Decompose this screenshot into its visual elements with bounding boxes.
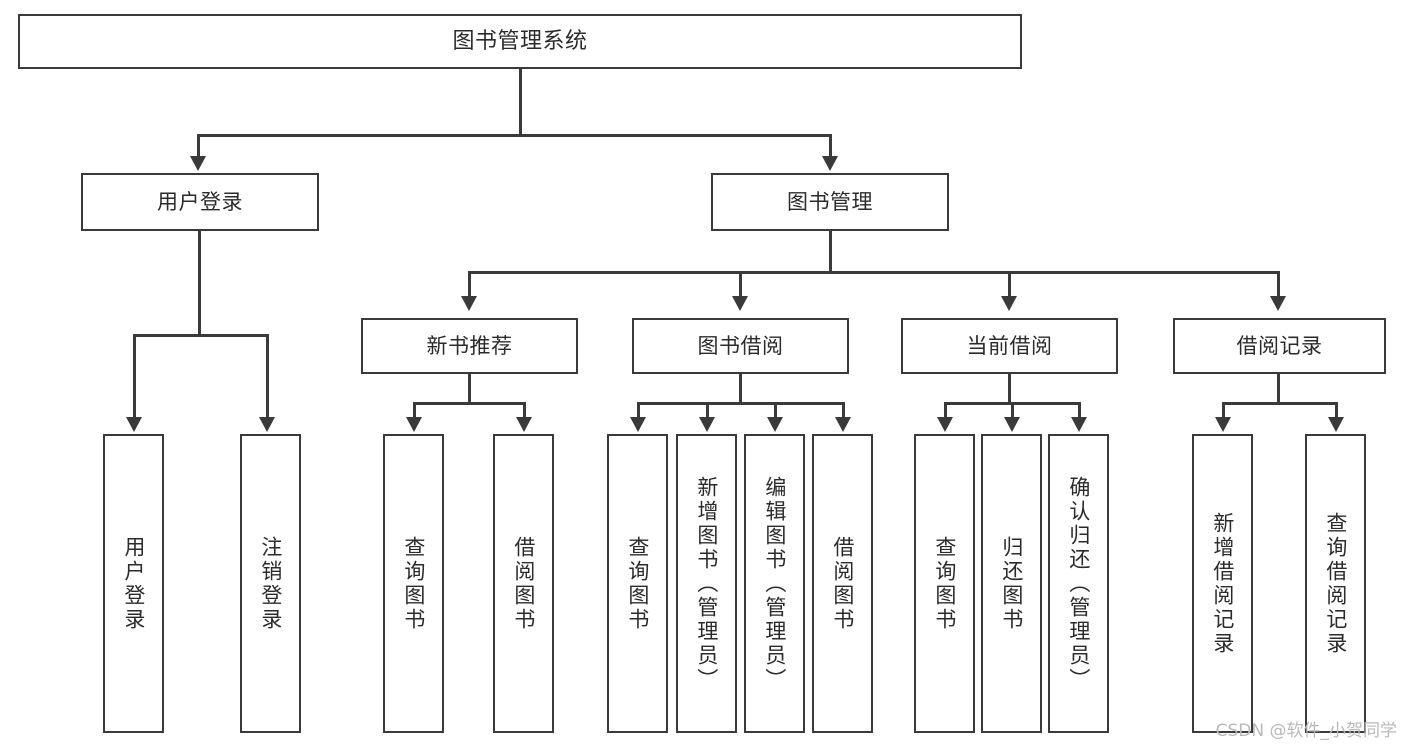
leaf-bb-query-book[interactable]: 查询图书 [607, 434, 668, 733]
node-label: 新增图书（管理员） [694, 475, 719, 692]
arrowhead-cb-leaf-3 [1071, 417, 1087, 432]
connector-current-borrow-stem [1008, 374, 1011, 405]
connector-book-management-stem [829, 231, 832, 274]
leaf-br-query-record[interactable]: 查询借阅记录 [1305, 434, 1366, 733]
arrowhead-new-book-recommend [461, 296, 477, 311]
leaf-bb-edit-book-admin[interactable]: 编辑图书（管理员） [744, 434, 805, 733]
node-root-book-management-system[interactable]: 图书管理系统 [18, 14, 1022, 69]
connector-user-login-to-leaf-2 [266, 334, 269, 420]
connector-book-borrow-bus [637, 402, 844, 405]
node-label: 新增借阅记录 [1210, 511, 1235, 656]
leaf-nb-query-book[interactable]: 查询图书 [383, 434, 444, 733]
connector-cb-to-leaf-2 [1011, 402, 1014, 420]
connector-br-to-leaf-2 [1335, 402, 1338, 420]
node-current-borrow[interactable]: 当前借阅 [901, 318, 1118, 374]
connector-bb-to-leaf-1 [637, 402, 640, 420]
arrowhead-nb-leaf-2 [516, 417, 532, 432]
leaf-nb-borrow-book[interactable]: 借阅图书 [493, 434, 554, 733]
connector-root-to-book-management [829, 134, 832, 159]
connector-borrow-record-bus [1222, 402, 1338, 405]
arrowhead-current-borrow [1001, 296, 1017, 311]
connector-root-to-user-login [197, 134, 200, 159]
leaf-cb-confirm-return-admin[interactable]: 确认归还（管理员） [1048, 434, 1109, 733]
arrowhead-nb-leaf-1 [406, 417, 422, 432]
node-label: 查询图书 [932, 535, 957, 632]
node-label: 图书借阅 [697, 333, 784, 358]
arrowhead-cb-leaf-1 [937, 417, 953, 432]
arrowhead-user-login [190, 156, 206, 171]
connector-root-stem [519, 69, 522, 136]
leaf-cb-return-book[interactable]: 归还图书 [981, 434, 1042, 733]
node-label: 借阅图书 [830, 535, 855, 632]
connector-bm-to-borrow-record [1277, 271, 1280, 299]
arrowhead-leaf-logout-login [259, 417, 275, 432]
node-label: 图书管理系统 [452, 28, 588, 54]
node-label: 编辑图书（管理员） [762, 475, 787, 692]
arrowhead-bb-leaf-2 [699, 417, 715, 432]
node-book-management[interactable]: 图书管理 [711, 173, 949, 231]
connector-bm-to-new-book [468, 271, 471, 299]
connector-new-book-bus [413, 402, 526, 405]
connector-user-login-to-leaf-1 [133, 334, 136, 420]
leaf-logout-login[interactable]: 注销登录 [240, 434, 301, 733]
node-label: 用户登录 [157, 189, 243, 214]
node-label: 当前借阅 [966, 333, 1053, 358]
node-borrow-record[interactable]: 借阅记录 [1173, 318, 1386, 374]
node-label: 确认归还（管理员） [1066, 475, 1091, 692]
leaf-cb-query-book[interactable]: 查询图书 [914, 434, 975, 733]
arrowhead-book-management [822, 156, 838, 171]
leaf-user-login[interactable]: 用户登录 [103, 434, 164, 733]
connector-bm-to-book-borrow [739, 271, 742, 299]
connector-book-borrow-stem [739, 374, 742, 405]
node-label: 查询图书 [401, 535, 426, 632]
leaf-bb-borrow-book[interactable]: 借阅图书 [812, 434, 873, 733]
arrowhead-bb-leaf-1 [630, 417, 646, 432]
connector-new-book-to-leaf-1 [413, 402, 416, 420]
node-label: 注销登录 [258, 535, 283, 632]
connector-new-book-to-leaf-2 [523, 402, 526, 420]
node-new-book-recommend[interactable]: 新书推荐 [361, 318, 578, 374]
connector-bb-to-leaf-3 [774, 402, 777, 420]
node-label: 新书推荐 [426, 333, 513, 358]
node-label: 图书管理 [787, 189, 873, 214]
node-label: 借阅记录 [1236, 333, 1323, 358]
connector-bm-to-current-borrow [1008, 271, 1011, 299]
connector-bb-to-leaf-2 [706, 402, 709, 420]
connector-root-bus [197, 134, 831, 137]
leaf-br-add-record[interactable]: 新增借阅记录 [1192, 434, 1253, 733]
node-label: 查询借阅记录 [1323, 511, 1348, 656]
connector-br-to-leaf-1 [1222, 402, 1225, 420]
node-label: 用户登录 [121, 535, 146, 632]
connector-cb-to-leaf-3 [1078, 402, 1081, 420]
connector-book-management-bus [468, 271, 1280, 274]
connector-user-login-bus [133, 334, 266, 337]
arrowhead-bb-leaf-4 [835, 417, 851, 432]
connector-new-book-stem [468, 374, 471, 405]
node-user-login[interactable]: 用户登录 [81, 173, 319, 231]
arrowhead-leaf-user-login [126, 417, 142, 432]
arrowhead-bb-leaf-3 [767, 417, 783, 432]
arrowhead-book-borrow [732, 296, 748, 311]
connector-bb-to-leaf-4 [842, 402, 845, 420]
arrowhead-br-leaf-1 [1215, 417, 1231, 432]
connector-borrow-record-stem [1277, 374, 1280, 405]
arrowhead-cb-leaf-2 [1004, 417, 1020, 432]
leaf-bb-add-book-admin[interactable]: 新增图书（管理员） [676, 434, 737, 733]
node-label: 查询图书 [625, 535, 650, 632]
connector-cb-to-leaf-1 [944, 402, 947, 420]
arrowhead-br-leaf-2 [1328, 417, 1344, 432]
node-book-borrow[interactable]: 图书借阅 [632, 318, 849, 374]
node-label: 归还图书 [999, 535, 1024, 632]
node-label: 借阅图书 [511, 535, 536, 632]
arrowhead-borrow-record [1270, 296, 1286, 311]
connector-user-login-stem [198, 231, 201, 337]
